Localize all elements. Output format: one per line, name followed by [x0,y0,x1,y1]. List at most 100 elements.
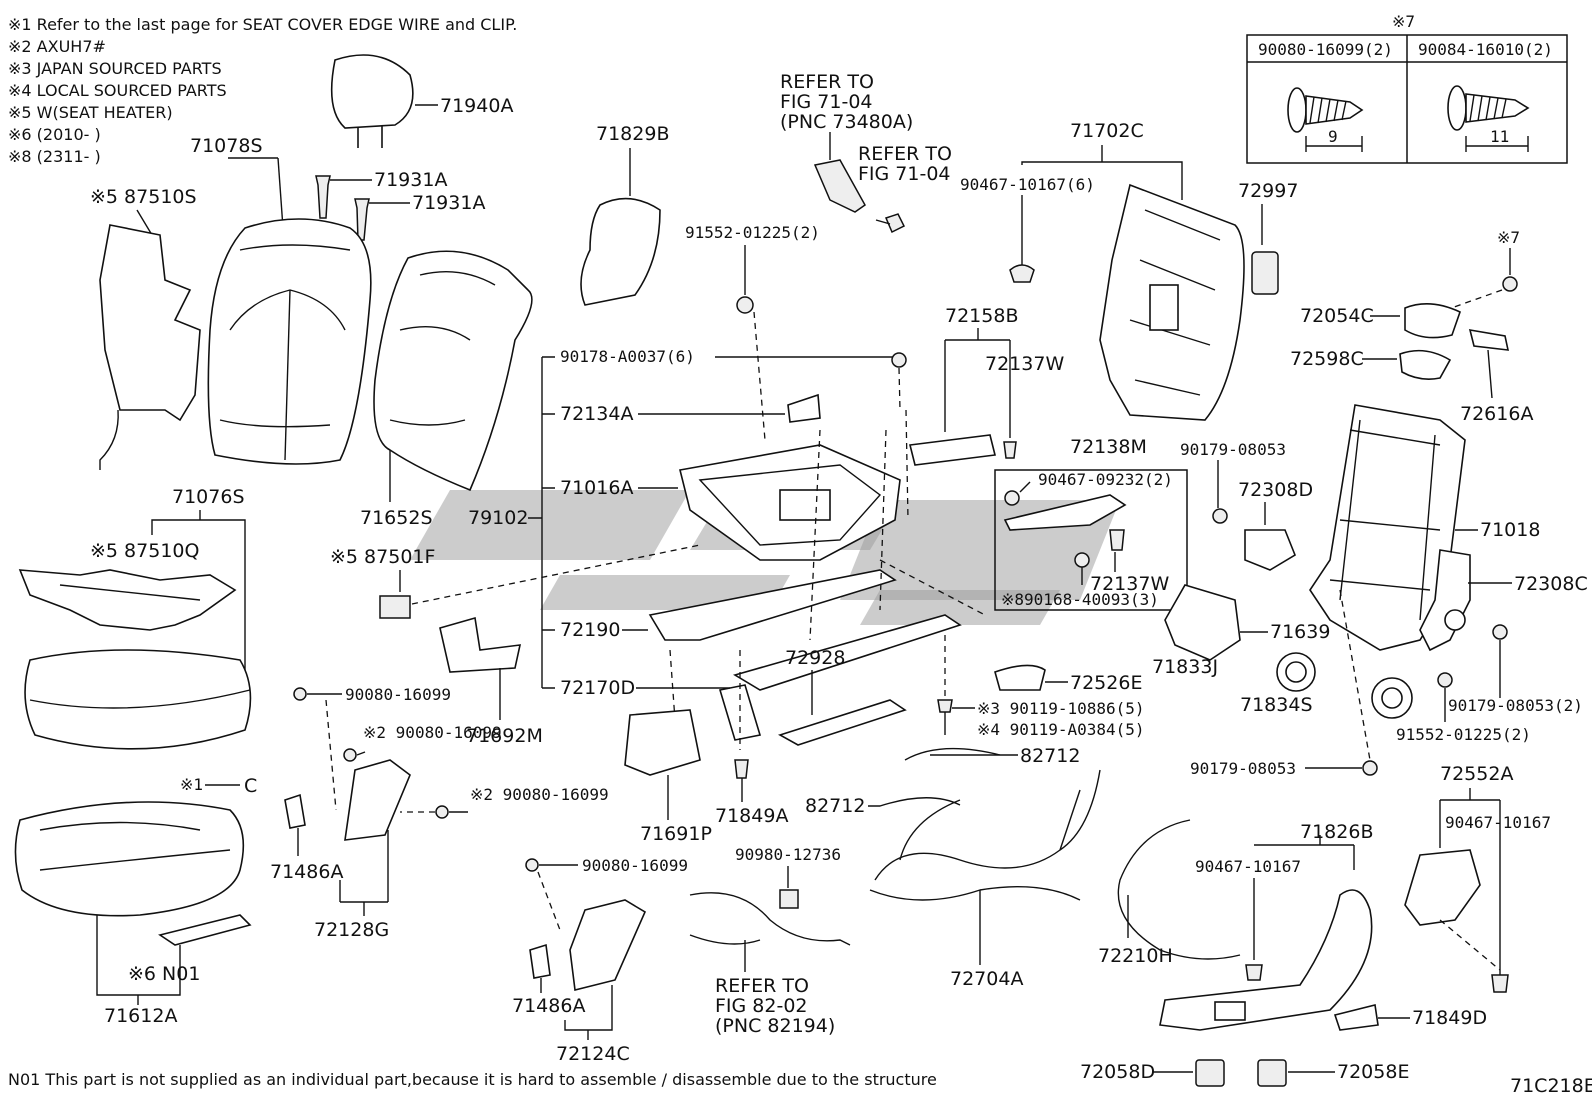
label-90080-16099-d: 90080-16099 [582,856,688,875]
bracket [787,393,821,423]
cable [1117,819,1241,960]
clip-icon [1109,529,1125,551]
callout-7-col2: 90084-16010(2) [1418,40,1553,59]
figure-code: 71C218E [1510,1075,1592,1097]
label-72552A: 72552A [1440,763,1513,785]
seatback-pad [373,250,533,492]
clip-icon [1245,964,1263,981]
label-71849A: 71849A [715,805,788,827]
cap-icon [284,793,306,829]
label-91552-01225-a: 91552-01225(2) [685,223,820,242]
label-90179-08053-2: 90179-08053(2) [1448,696,1583,715]
label-72138M: 72138M [1070,436,1147,458]
label-72137W-1: 72137W [985,353,1064,375]
cushion-cover [24,649,252,750]
label-clip-c: C [244,775,257,797]
note-5: ※5 W(SEAT HEATER) [8,103,173,122]
seatback-cover [207,218,372,465]
cushion-bracket [158,914,252,946]
label-71826B: 71826B [1300,821,1373,843]
label-90980-12736: 90980-12736 [735,845,841,864]
refer-block-1: REFER TO FIG 71-04 (PNC 73480A) [780,71,913,133]
refer-block-3: REFER TO FIG 82-02 (PNC 82194) [715,975,835,1037]
note-4: ※4 LOCAL SOURCED PARTS [8,81,227,100]
label-72928: 72928 [785,647,845,669]
label-72170D: 72170D [560,677,635,699]
refer-2-line1: REFER TO [858,143,952,165]
bolt-icon [937,699,953,735]
callout-7-box: ※7 90080-16099(2) 90084-16010(2) 9 11 [1246,12,1568,164]
connector-icon [379,595,411,619]
label-71018: 71018 [1480,519,1540,541]
label-91552-01225-b: 91552-01225(2) [1396,725,1531,744]
label-72158B: 72158B [945,305,1018,327]
note-1: ※1 Refer to the last page for SEAT COVER… [8,15,517,34]
label-71849D: 71849D [1412,1007,1487,1029]
cushion-pad [14,801,245,917]
label-71612A: 71612A [104,1005,177,1027]
spring-icon [1371,677,1413,719]
label-71829B: 71829B [596,123,669,145]
handle-bar [1003,490,1127,531]
label-72128G: 72128G [314,919,389,941]
label-90080-16099-b: ※2 90080-16099 [363,723,502,742]
rail-cover [994,664,1046,691]
label-72997: 72997 [1238,180,1298,202]
seat-back-side-cover [580,197,661,306]
label-mark-1: ※1 [180,775,203,794]
recline-handle [909,434,996,466]
label-90179-08053-b: 90179-08053 [1190,759,1296,778]
seat-rail-upper [648,569,897,641]
label-87510Q: ※5 87510Q [90,540,199,562]
switch-knob [1257,1059,1287,1087]
shield-end [1333,1004,1379,1031]
label-90178-A0037: 90178-A0037(6) [560,347,695,366]
headrest-guide [315,175,370,241]
callout-7-dim1: 9 [1328,127,1338,146]
label-71652S: 71652S [360,507,433,529]
screw-icon [1287,87,1364,133]
sub-harness [689,892,851,946]
side-cover-front [344,759,411,841]
label-71076S: 71076S [172,486,245,508]
footnote: N01 This part is not supplied as an indi… [8,1070,937,1089]
bracket [1404,849,1481,926]
recliner-ring [1399,349,1452,380]
spring-icon [1276,652,1316,692]
label-71692M: 71692M [466,725,543,747]
label-87501F: ※5 87501F [330,546,435,568]
wire-harness [869,769,1101,930]
label-72598C: 72598C [1290,348,1364,370]
label-72308C: 72308C [1514,573,1588,595]
seat-back-board [1099,183,1245,421]
label-72704A: 72704A [950,968,1023,990]
front-cover [439,616,522,673]
refer-1-line1: REFER TO [780,71,874,93]
label-87510S: ※5 87510S [90,186,197,208]
recliner-cover [1404,303,1461,339]
refer-2-line2: FIG 71-04 [858,163,951,185]
label-72054C: 72054C [1300,305,1374,327]
recliner-mechanism [1419,549,1471,652]
nut-icon [1362,760,1378,776]
label-72210H: 72210H [1098,945,1173,967]
label-90467-10167-a: 90467-10167 [1195,857,1301,876]
label-71702C: 71702C [1070,120,1144,142]
clip-icon [734,759,749,779]
label-90467-10167-b: 90467-10167 [1445,813,1551,832]
connector-icon [779,889,799,909]
callout-7-dim2: 11 [1490,127,1509,146]
note-8: ※8 (2311- ) [8,147,101,166]
label-71486A-2: 71486A [512,995,585,1017]
label-71691P: 71691P [640,823,712,845]
refer-3-line1: REFER TO [715,975,809,997]
label-90467-09232: 90467-09232(2) [1038,470,1173,489]
note-6: ※6 (2010- ) [8,125,101,144]
note-3: ※3 JAPAN SOURCED PARTS [8,59,222,78]
label-72134A: 72134A [560,403,633,425]
label-90119-10886: ※3 90119-10886(5) [977,699,1145,718]
screw-icon [525,858,539,872]
refer-1-line2: FIG 71-04 [780,91,873,113]
clip-icon [1009,264,1035,283]
refer-1-line3: (PNC 73480A) [780,111,913,133]
